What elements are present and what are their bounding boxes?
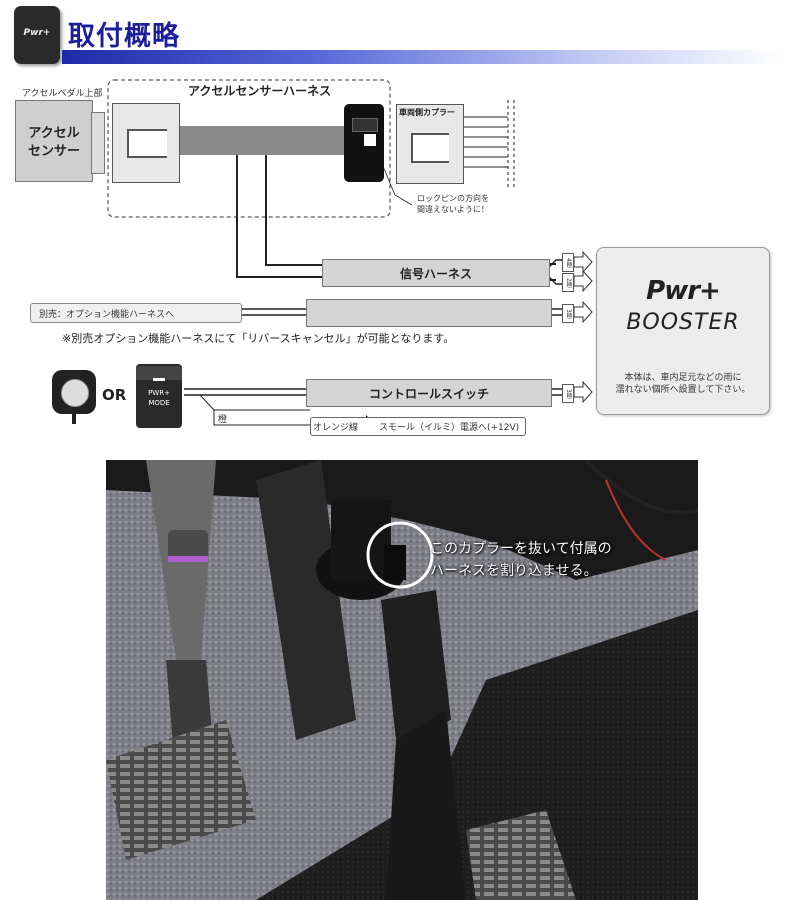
booster-install-note: 本体は、車内足元などの雨に 濡れない個所へ設置して下さい。 (605, 372, 761, 396)
control-switch-bar: コントロールスイッチ (306, 379, 552, 407)
harness-coupler-left (112, 103, 180, 183)
harness-cable (180, 126, 346, 155)
accel-sensor-box: アクセル センサー (15, 100, 93, 182)
signal-harness-label: 信号ハーネス (399, 267, 472, 281)
lock-pin-note-1: ロックピンの方向を (417, 194, 489, 203)
pin-4-label: 4極 (562, 253, 574, 272)
photo-callout: このカプラーを抜いて付属のハーネスを割り込ませる。 (430, 538, 612, 582)
pin-3b-label: 3極 (562, 384, 574, 403)
booster-logo-pwr: Pwr+ (646, 276, 721, 306)
harness-dashed-outline (107, 79, 391, 218)
accel-sensor-line1: アクセル (28, 126, 80, 141)
photo-callout-line1: このカプラーを抜いて付属の (430, 541, 612, 557)
booster-note-1: 本体は、車内足元などの雨に (624, 373, 742, 383)
photo-illustration (106, 460, 698, 900)
harness-coupler-right (344, 104, 384, 182)
round-switch-icon (52, 370, 96, 414)
lock-pin-note: ロックピンの方向を 間違えないように！ (417, 193, 489, 215)
pwr-mode-switch: PWR+ MODE (136, 364, 182, 428)
pwr-mode-line1: PWR+ (148, 389, 170, 397)
option-harness-box: 別売：オプション機能ハーネスへ (30, 303, 242, 323)
vehicle-coupler: 車両側カプラー (396, 104, 464, 184)
option-harness-label: 別売：オプション機能ハーネスへ (39, 310, 175, 320)
installation-photo (106, 460, 698, 900)
product-icon-label: Pwr+ (23, 28, 51, 38)
option-harness-bar (306, 299, 552, 327)
or-label: OR (102, 386, 127, 404)
option-note: ※別売オプション機能ハーネスにて「リバースキャンセル」が可能となります。 (62, 332, 455, 345)
booster-note-2: 濡れない個所へ設置して下さい。 (615, 385, 751, 395)
vehicle-coupler-label: 車両側カプラー (399, 108, 455, 117)
orange-label: 橙 (218, 415, 228, 425)
pwr-mode-line2: MODE (148, 399, 170, 407)
product-icon: Pwr+ (14, 6, 60, 64)
title-gradient-bar (62, 50, 782, 64)
lock-pin-note-2: 間違えないように！ (417, 205, 489, 214)
accel-sensor-line2: センサー (27, 144, 80, 159)
page-title: 取付概略 (68, 21, 180, 52)
harness-title: アクセルセンサーハーネス (188, 84, 332, 98)
wiring-diagram (107, 79, 593, 435)
pin-3a-label: 3極 (562, 304, 574, 323)
arrow-icons (573, 250, 593, 404)
booster-unit: Pwr+ BOOSTER 本体は、車内足元などの雨に 濡れない個所へ設置して下さ… (596, 247, 770, 415)
booster-logo-booster: BOOSTER (626, 310, 740, 335)
small-illumi-label: スモール（イルミ）電源へ(+12V) (379, 423, 520, 433)
signal-wire-1 (236, 155, 322, 278)
control-switch-label: コントロールスイッチ (368, 387, 489, 401)
pin-2-label: 2極 (562, 273, 574, 292)
signal-wire-2 (265, 155, 322, 266)
orange-wire-label: オレンジ線 (313, 423, 359, 433)
signal-harness-bar: 信号ハーネス (322, 259, 550, 287)
photo-callout-line2: ハーネスを割り込ませる。 (430, 563, 598, 579)
orange-wire-box: オレンジ線 スモール（イルミ）電源へ(+12V) (310, 417, 526, 436)
coupler-highlight-circle (366, 521, 434, 589)
accel-pedal-top-label: アクセルペダル上部 (22, 89, 103, 99)
sensor-connector (91, 112, 105, 174)
